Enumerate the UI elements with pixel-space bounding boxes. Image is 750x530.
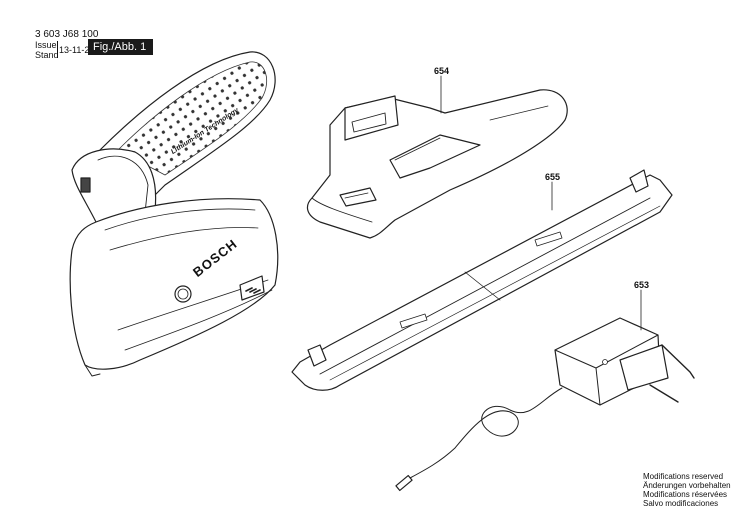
modification-notes: Modifications reserved Änderungen vorbeh…: [643, 472, 731, 508]
issue-label: Issue: [35, 40, 57, 50]
part-653-charger: [395, 317, 695, 492]
part-655-rail: [291, 169, 673, 391]
note-line: Salvo modificaciones: [643, 499, 719, 508]
document-number: 3 603 J68 100: [35, 29, 99, 40]
note-line: Modifications réservées: [643, 490, 728, 499]
figure-label: Fig./Abb. 1: [88, 39, 154, 55]
part-654-holder: [306, 89, 568, 239]
header-divider: [57, 41, 58, 58]
note-line: Änderungen vorbehalten: [643, 481, 731, 490]
cordless-stapler: [69, 51, 279, 377]
callout-leaders: [440, 75, 642, 331]
note-line: Modifications reserved: [643, 472, 724, 481]
issue-date: 13-11-20: [59, 45, 95, 55]
callout-655: 655: [545, 172, 561, 182]
stand-label: Stand: [35, 50, 59, 60]
callout-654: 654: [434, 66, 450, 76]
callout-653: 653: [634, 280, 650, 290]
